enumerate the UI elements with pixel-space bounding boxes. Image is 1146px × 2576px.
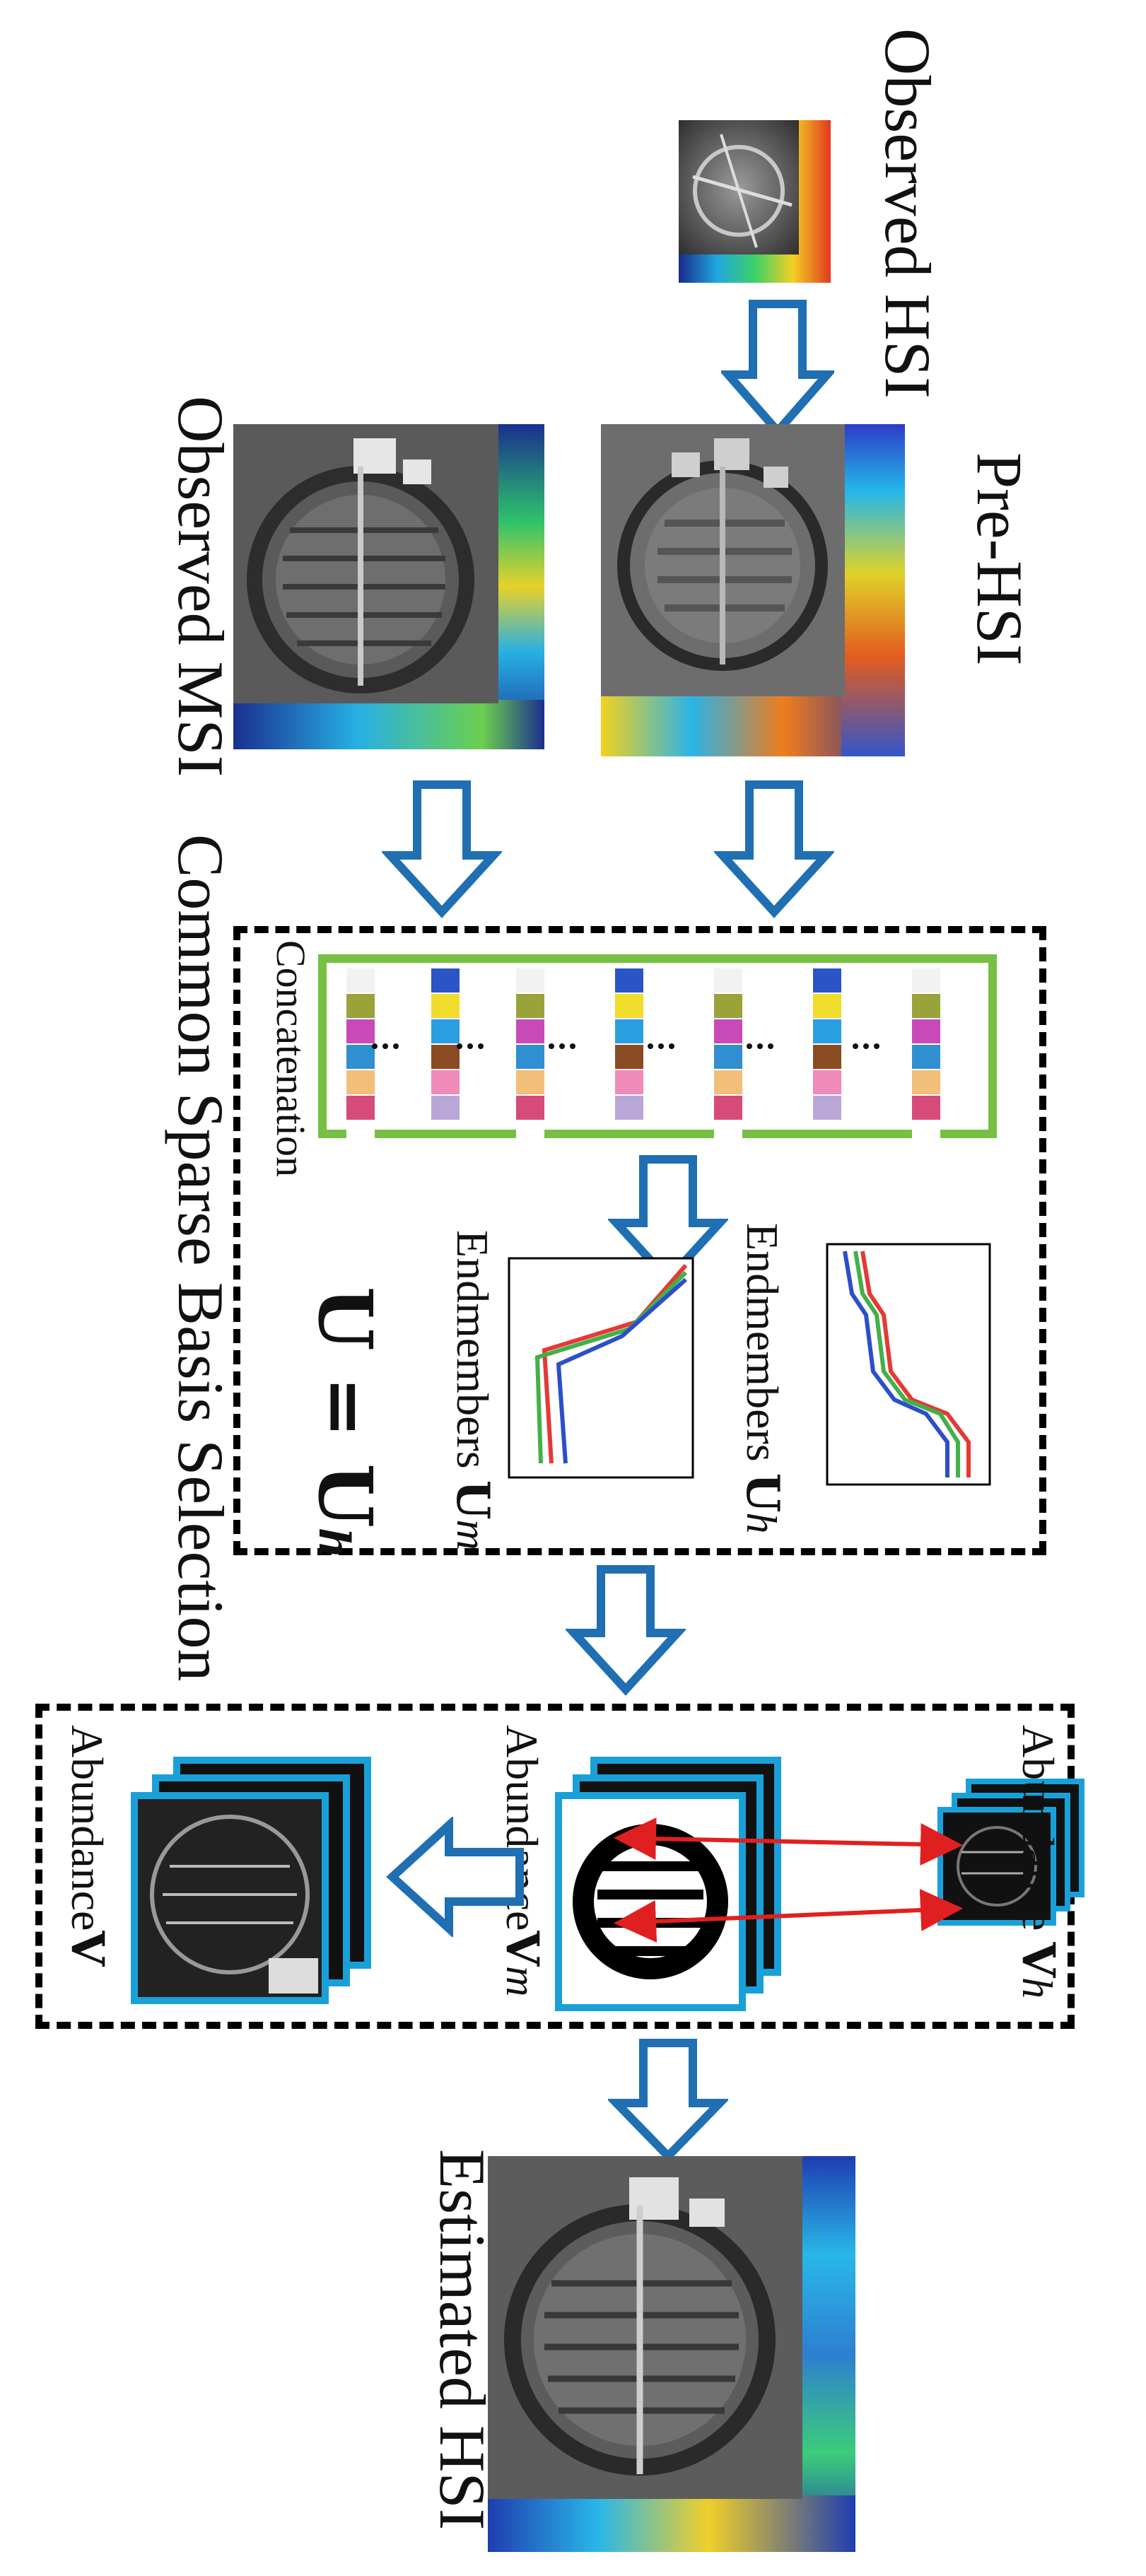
observed-msi-cube <box>233 424 544 749</box>
left-arrow-icon <box>386 1817 524 1937</box>
spectral-bar-segment <box>912 1096 940 1120</box>
abundance-v-stack <box>113 1753 382 2015</box>
observed-hsi-image <box>679 120 831 283</box>
spectral-bar-segment <box>813 1096 841 1120</box>
spectral-bar-segment <box>346 1096 375 1120</box>
observed-msi-label: Observed MSI <box>165 396 237 778</box>
down-arrow-icon <box>566 1565 686 1696</box>
spectral-bar-segment <box>813 994 841 1018</box>
concatenation-bars <box>318 954 997 1138</box>
spectral-bar-segment <box>346 968 375 993</box>
spectral-bar-segment <box>431 1070 460 1094</box>
endmembers-um-chart <box>508 1257 694 1479</box>
spectral-bar-segment <box>346 1045 375 1069</box>
spectral-bar-segment <box>813 1070 841 1094</box>
endmembers-uh-plot <box>806 1230 997 1499</box>
spectral-bar-segment <box>516 1096 544 1120</box>
spectral-bar-segment <box>714 1070 742 1094</box>
spectral-bar-segment <box>912 1045 940 1069</box>
spectral-bar-segment <box>912 994 940 1018</box>
spectral-bar-segment <box>912 1019 940 1043</box>
spectral-bar-segment <box>431 968 460 993</box>
spectral-bar-segment <box>714 1121 742 1138</box>
observed-hsi-cube <box>679 120 831 283</box>
spectral-bar-segment <box>912 1121 940 1138</box>
spectral-bar-segment <box>516 1121 544 1138</box>
spectral-bar-segment <box>346 994 375 1018</box>
spectral-bar-segment <box>516 1070 544 1094</box>
spectral-bar-segment <box>346 1070 375 1094</box>
endmembers-uh-chart <box>826 1243 991 1486</box>
abundance-vh-label: Abundance Vh <box>1012 1725 1065 1999</box>
down-arrow-icon <box>608 1155 728 1286</box>
spectral-bar-segment <box>431 1045 460 1069</box>
spectral-bar-segment <box>431 1019 460 1043</box>
abundance-v-label: AbundanceV <box>61 1725 114 1967</box>
spectral-bar-segment <box>615 1045 643 1069</box>
spectral-bar-segment <box>714 1096 742 1120</box>
pre-hsi-cube <box>601 424 905 756</box>
spectral-bar-segment <box>615 1096 643 1120</box>
double-headed-arrow-icon <box>614 1817 963 1943</box>
spectral-bar-segment <box>615 968 643 993</box>
spectral-bar-segment <box>615 1019 643 1043</box>
spectral-bar-segment <box>431 1096 460 1120</box>
pre-hsi-image <box>601 424 905 756</box>
endmembers-uh-label: Endmembers Uh <box>736 1223 789 1534</box>
spectral-bar-segment <box>516 994 544 1018</box>
spectral-bar-segment <box>813 968 841 993</box>
abundance-v-image <box>131 1757 371 2004</box>
equation-u-equals-uh: U = Uh <box>302 1287 389 1559</box>
spectral-bar-segment <box>431 994 460 1018</box>
spectral-bar-segment <box>714 968 742 993</box>
endmembers-um-label: Endmembers Um <box>446 1230 499 1550</box>
down-arrow-icon <box>714 780 834 918</box>
concatenation-strip <box>318 954 997 1138</box>
estimated-hsi-label: Estimated HSI <box>426 2149 498 2531</box>
spectral-bar-segment <box>813 1019 841 1043</box>
spectral-bar-segment <box>912 1070 940 1094</box>
estimated-hsi-image <box>488 2156 855 2552</box>
spectral-bar-segment <box>615 994 643 1018</box>
spectral-bar-segment <box>714 1019 742 1043</box>
spectral-bar-segment <box>714 1045 742 1069</box>
spectral-bar-segment <box>346 1019 375 1043</box>
spectral-bar-segment <box>516 1019 544 1043</box>
spectral-bar-segment <box>714 994 742 1018</box>
spectral-bar-segment <box>346 1121 375 1138</box>
spectral-bar-segment <box>615 1070 643 1094</box>
observed-hsi-label: Observed HSI <box>872 28 944 399</box>
pre-hsi-label: Pre-HSI <box>964 452 1036 666</box>
down-arrow-icon <box>382 780 502 918</box>
spectral-bar-segment <box>516 968 544 993</box>
spectral-bar-segment <box>813 1045 841 1069</box>
down-arrow-icon <box>608 2039 728 2162</box>
observed-msi-image <box>233 424 544 749</box>
spectral-bar-segment <box>516 1045 544 1069</box>
spectral-bar-segment <box>912 968 940 993</box>
concatenation-label: Concatenation <box>268 940 314 1178</box>
estimated-hsi-cube <box>488 2156 855 2552</box>
common-sparse-basis-selection-label: Common Sparse Basis Selection <box>165 834 237 1682</box>
endmembers-um-plot <box>495 1251 707 1485</box>
down-arrow-icon <box>721 300 834 438</box>
common-sparse-basis-selection-box <box>233 926 1046 1555</box>
